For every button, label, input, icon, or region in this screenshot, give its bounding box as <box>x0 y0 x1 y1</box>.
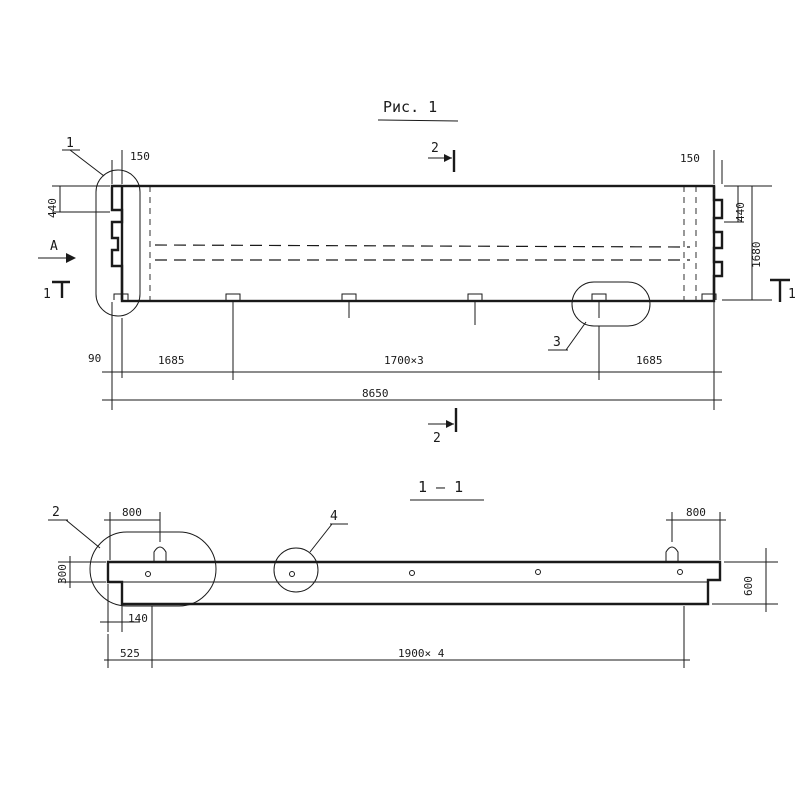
section-loop-right <box>665 546 679 562</box>
section-2-bottom-arrowhead <box>446 420 454 428</box>
section-2-top-label: 2 <box>431 141 439 156</box>
dim-800-left: 800 <box>122 506 142 519</box>
plan-loops <box>113 293 717 325</box>
title-underline <box>377 119 459 122</box>
plan-outline <box>120 184 716 303</box>
dim-1685-right: 1685 <box>636 354 663 367</box>
dim-8650: 8650 <box>362 387 389 400</box>
section-title: 1 — 1 <box>418 478 463 496</box>
dim-440-left: 440 <box>46 198 59 218</box>
plan-hidden-line-1 <box>154 244 691 248</box>
callout-1-leader <box>69 149 105 177</box>
section-loop-left <box>153 546 167 562</box>
dim-150-right: 150 <box>680 152 700 165</box>
left-key-profile <box>110 184 124 300</box>
loop-4 <box>467 293 483 300</box>
callout-3-label: 3 <box>553 335 561 350</box>
loop-5 <box>591 293 607 300</box>
callout-2-outline <box>89 531 217 607</box>
dim-525: 525 <box>120 647 140 660</box>
dim-1700x3: 1700×3 <box>384 354 424 367</box>
hole-2 <box>289 571 295 577</box>
right-key-profile <box>712 186 724 300</box>
section-2-bottom-label: 2 <box>433 431 441 446</box>
loop-2 <box>225 293 241 300</box>
callout-2-label: 2 <box>52 505 60 520</box>
dim-800-right: 800 <box>686 506 706 519</box>
plan-view: 1 3 2 2 A 1 1 150 150 <box>38 136 796 446</box>
dim-1685-left: 1685 <box>158 354 185 367</box>
hole-1 <box>145 571 151 577</box>
section-2-top-arrowhead <box>444 154 452 162</box>
callout-2-leader <box>65 519 101 549</box>
callout-4-label: 4 <box>330 509 338 524</box>
dim-90: 90 <box>88 352 101 365</box>
section-1-right-label: 1 <box>788 287 796 302</box>
section-1-left-label: 1 <box>43 287 51 302</box>
hole-5 <box>677 569 683 575</box>
dim-440-right: 440 <box>734 202 747 222</box>
loop-3 <box>341 293 357 300</box>
dim-150-left: 150 <box>130 150 150 163</box>
callout-4-outline <box>273 547 319 593</box>
dim-600: 600 <box>742 576 755 596</box>
dim-140: 140 <box>128 612 148 625</box>
section-beam-outline <box>106 560 722 606</box>
dim-1900x4: 1900× 4 <box>398 647 445 660</box>
loop-1 <box>113 293 129 300</box>
view-a-label: A <box>50 239 58 254</box>
view-a-arrowhead <box>66 253 76 263</box>
hole-3 <box>409 570 415 576</box>
loop-6 <box>701 293 717 300</box>
dim-1680: 1680 <box>750 242 763 269</box>
callout-1-outline <box>95 169 141 317</box>
hole-4 <box>535 569 541 575</box>
callout-4-leader <box>309 523 333 553</box>
callout-1-label: 1 <box>66 136 74 151</box>
dim-300: 300 <box>56 564 69 584</box>
callout-3-leader <box>565 321 587 351</box>
callout-3-outline <box>571 281 651 327</box>
section-view: 2 4 800 800 300 600 140 52 <box>48 505 778 668</box>
figure-title: Рис. 1 <box>383 98 437 116</box>
